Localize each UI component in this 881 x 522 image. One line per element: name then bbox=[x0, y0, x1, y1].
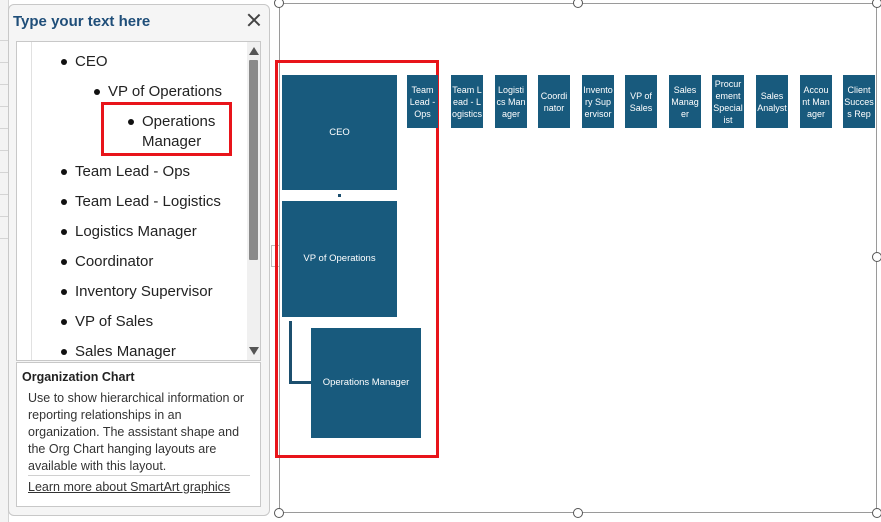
org-node-operations-manager[interactable]: Operations Manager bbox=[311, 328, 421, 438]
bullet-icon bbox=[61, 229, 67, 235]
list-item-vp-operations[interactable]: VP of Operations bbox=[94, 82, 222, 102]
resize-handle-bl[interactable] bbox=[274, 508, 284, 518]
scroll-down-icon[interactable] bbox=[249, 347, 259, 355]
bullet-icon bbox=[61, 199, 67, 205]
org-node-team-lead-ops[interactable]: Team Lead - Ops bbox=[407, 75, 438, 128]
list-item-sales-manager[interactable]: Sales Manager bbox=[61, 342, 176, 360]
list-item-coordinator[interactable]: Coordinator bbox=[61, 252, 153, 272]
org-node-client-success-rep[interactable]: Client Success Rep bbox=[843, 75, 875, 128]
pane-title: Type your text here bbox=[13, 13, 151, 30]
bullet-icon bbox=[61, 59, 67, 65]
layout-info-box: Organization Chart Use to show hierarchi… bbox=[16, 362, 261, 507]
resize-handle-tr[interactable] bbox=[872, 0, 881, 8]
list-item-team-lead-ops[interactable]: Team Lead - Ops bbox=[61, 162, 190, 182]
bullet-icon bbox=[61, 169, 67, 175]
org-node-logistics-manager[interactable]: Logistics Manager bbox=[495, 75, 527, 128]
bullet-icon bbox=[94, 89, 100, 95]
bullet-icon bbox=[128, 119, 134, 125]
scrollbar[interactable] bbox=[247, 42, 260, 360]
resize-handle-mr[interactable] bbox=[872, 252, 881, 262]
org-node-sales-analyst[interactable]: Sales Analyst bbox=[756, 75, 788, 128]
org-node-sales-manager[interactable]: Sales Manager bbox=[669, 75, 701, 128]
connector bbox=[338, 194, 341, 197]
org-node-coordinator[interactable]: Coordinator bbox=[538, 75, 570, 128]
list-item-vp-sales[interactable]: VP of Sales bbox=[61, 312, 153, 332]
layout-description: Use to show hierarchical information or … bbox=[28, 391, 245, 473]
bullet-icon bbox=[61, 319, 67, 325]
resize-handle-tm[interactable] bbox=[573, 0, 583, 8]
connector bbox=[289, 321, 292, 384]
connector bbox=[289, 381, 311, 384]
layout-title: Organization Chart bbox=[22, 370, 135, 384]
list-item-ceo[interactable]: CEO bbox=[61, 52, 108, 72]
learn-more-link[interactable]: Learn more about SmartArt graphics bbox=[28, 480, 231, 494]
org-node-ceo[interactable]: CEO bbox=[282, 75, 397, 190]
close-icon[interactable] bbox=[245, 11, 263, 29]
scroll-thumb[interactable] bbox=[249, 60, 258, 260]
org-node-team-lead-logistics[interactable]: Team Lead - Logistics bbox=[451, 75, 483, 128]
bullet-icon bbox=[61, 349, 67, 355]
list-item-team-lead-logistics[interactable]: Team Lead - Logistics bbox=[61, 192, 221, 212]
smartart-text-pane: Type your text here CEO VP of Operations… bbox=[8, 4, 270, 516]
resize-handle-br[interactable] bbox=[872, 508, 881, 518]
bullet-icon bbox=[61, 289, 67, 295]
list-item-inventory-supervisor[interactable]: Inventory Supervisor bbox=[61, 282, 213, 302]
bullet-icon bbox=[61, 259, 67, 265]
org-node-procurement-specialist[interactable]: Procurement Specialist bbox=[712, 75, 744, 128]
scroll-up-icon[interactable] bbox=[249, 47, 259, 55]
resize-handle-tl[interactable] bbox=[274, 0, 284, 8]
org-node-account-manager[interactable]: Account Manager bbox=[800, 75, 832, 128]
org-node-vp-sales[interactable]: VP of Sales bbox=[625, 75, 657, 128]
org-node-inventory-supervisor[interactable]: Inventory Supervisor bbox=[582, 75, 614, 128]
org-node-vp-operations[interactable]: VP of Operations bbox=[282, 201, 397, 317]
list-item-logistics-manager[interactable]: Logistics Manager bbox=[61, 222, 197, 242]
resize-handle-bm[interactable] bbox=[573, 508, 583, 518]
